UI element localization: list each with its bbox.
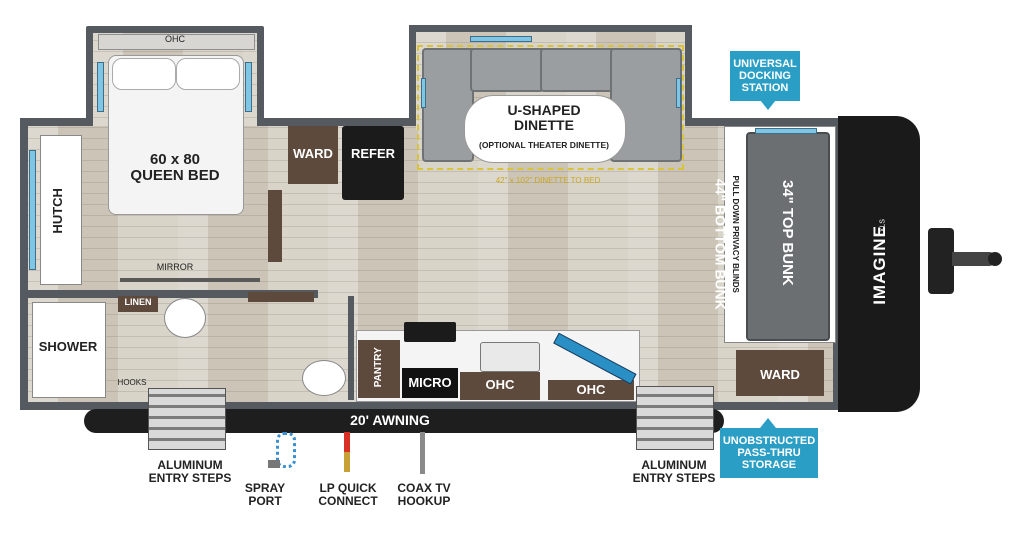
caption-steps-right: ALUMINUM ENTRY STEPS xyxy=(632,458,716,486)
caption-coax-tv: COAX TV HOOKUP xyxy=(397,481,451,509)
toilet xyxy=(164,298,206,338)
bedroom-partition xyxy=(268,190,282,262)
hutch-cabinet xyxy=(40,135,82,285)
ward-bunk-label: WARD xyxy=(760,367,800,382)
dinette-window-left xyxy=(421,78,426,108)
bottom-bunk-label: 44" BOTTOM BUNK xyxy=(712,178,729,310)
hitch-coupler xyxy=(928,228,954,294)
galley-partition xyxy=(348,296,354,400)
hutch-label: HUTCH xyxy=(50,188,66,234)
brand-suffix: XLS xyxy=(879,219,887,233)
dinette-window-right xyxy=(676,78,681,108)
callout-storage-pointer xyxy=(760,418,776,428)
spray-hose-icon xyxy=(276,432,296,468)
mirror-line xyxy=(120,278,260,282)
awning-label: 20' AWNING xyxy=(350,412,430,428)
front-cap xyxy=(838,116,920,412)
callout-pass-thru-storage: UNOBSTRUCTED PASS-THRU STORAGE xyxy=(720,428,818,478)
callout-docking-pointer xyxy=(760,100,776,110)
pantry-cabinet xyxy=(358,340,400,398)
kitchen-ohc-2-label: OHC xyxy=(576,382,606,397)
caption-spray-port: SPRAY PORT xyxy=(244,481,286,509)
shower-label: SHOWER xyxy=(38,339,98,354)
ward-bunk-cabinet xyxy=(736,350,824,396)
entry-steps-left xyxy=(148,388,226,450)
dinette-size-note: 42" x 102" DINETTE TO BED xyxy=(495,176,601,185)
queen-bed-label: 60 x 80 QUEEN BED xyxy=(130,151,220,184)
entry-steps-right xyxy=(636,386,714,450)
linen-cabinet xyxy=(118,296,158,312)
top-bunk-mattress xyxy=(746,132,830,341)
lp-connector-icon xyxy=(344,432,350,472)
dinette-subtitle: (OPTIONAL THEATER DINETTE) xyxy=(478,140,609,150)
coax-connector-icon xyxy=(420,432,425,474)
callout-docking-station: UNIVERSAL DOCKING STATION xyxy=(730,51,800,101)
dinette-cushion-3 xyxy=(540,48,614,92)
hitch-ball xyxy=(988,252,1002,266)
hitch-tongue xyxy=(952,252,996,266)
privacy-blinds-label: PULL DOWN PRIVACY BLINDS xyxy=(731,175,741,293)
microwave xyxy=(402,368,458,398)
ward-top-label: WARD xyxy=(293,146,333,161)
kitchen-ohc-1 xyxy=(460,372,540,400)
hooks-label: HOOKS xyxy=(117,378,147,387)
bunk-window xyxy=(755,128,817,134)
bedroom-ohc-label: OHC xyxy=(165,34,185,44)
callout-storage-text: UNOBSTRUCTED PASS-THRU STORAGE xyxy=(722,434,816,472)
dinette-table xyxy=(464,95,626,163)
kitchen-ohc-1-label: OHC xyxy=(485,377,515,392)
kitchen-sink xyxy=(480,342,540,372)
microwave-label: MICRO xyxy=(408,375,452,390)
top-bunk-label: 34" TOP BUNK xyxy=(778,179,796,286)
bedroom-ohc-bar xyxy=(98,34,255,50)
bath-counter xyxy=(248,292,314,302)
bedroom-window-left xyxy=(97,62,104,112)
stovetop xyxy=(404,322,456,342)
dinette-cushion-2 xyxy=(470,48,544,92)
kitchen-ohc-2 xyxy=(548,380,634,400)
bedroom-window-right xyxy=(245,62,252,112)
bed-pillow-right xyxy=(176,58,240,90)
refrigerator-label: REFER xyxy=(350,146,396,161)
linen-label: LINEN xyxy=(124,297,152,307)
caption-lp-quick-connect: LP QUICK CONNECT xyxy=(318,481,378,509)
caption-steps-left: ALUMINUM ENTRY STEPS xyxy=(148,458,232,486)
shower-stall xyxy=(32,302,106,398)
ward-top-cabinet xyxy=(288,126,338,184)
callout-docking-text: UNIVERSAL DOCKING STATION xyxy=(733,57,797,95)
hutch-window xyxy=(29,150,36,270)
pantry-label: PANTRY xyxy=(372,347,384,388)
bath-sink xyxy=(302,360,346,396)
bed-pillow-left xyxy=(112,58,176,90)
bath-wall-top xyxy=(28,290,318,298)
refrigerator xyxy=(342,126,404,200)
dinette-window-top xyxy=(470,36,532,42)
spray-nozzle-icon xyxy=(268,460,280,468)
dinette-title: U-SHAPED DINETTE xyxy=(507,102,581,133)
dinette-dashed-outline xyxy=(417,45,684,170)
mirror-label: MIRROR xyxy=(156,262,194,272)
